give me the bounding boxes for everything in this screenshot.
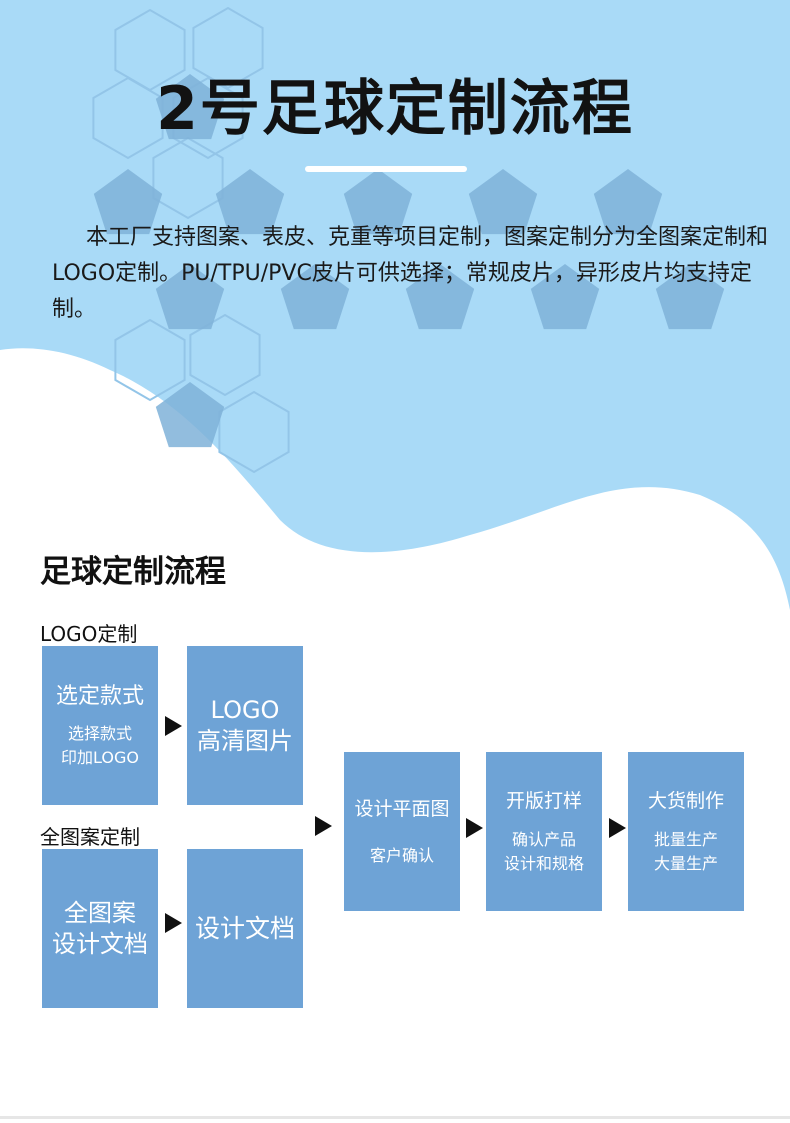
logo-image-box: LOGO 高清图片 — [187, 646, 303, 805]
intro-paragraph: 本工厂支持图案、表皮、克重等项目定制，图案定制分为全图案定制和LOGO定制。PU… — [52, 220, 768, 328]
pentagon-shape — [280, 264, 350, 330]
arrow-right-icon — [165, 716, 182, 736]
page-title: 2号足球定制流程 — [156, 74, 634, 144]
logo-custom-label: LOGO定制 — [40, 622, 138, 646]
logo-image-line1: LOGO — [210, 695, 280, 724]
hexagon-outline — [152, 136, 224, 220]
step-sampling-desc-line2: 设计和规格 — [503, 853, 584, 873]
step-flat-design-box: 设计平面图 客户确认 — [344, 752, 460, 911]
select-style-box: 选定款式 选择款式 印加LOGO — [42, 646, 158, 805]
full-pattern-line2: 设计文档 — [52, 929, 148, 958]
step-sampling-box: 开版打样 确认产品 设计和规格 — [486, 752, 602, 911]
bottom-divider — [0, 1116, 790, 1119]
design-document-box: 设计文档 — [187, 849, 303, 1008]
full-pattern-label: 全图案定制 — [40, 825, 140, 849]
step-flat-design-desc: 客户确认 — [369, 845, 434, 865]
section-title: 足球定制流程 — [40, 554, 226, 590]
arrow-right-icon — [609, 818, 626, 838]
step-mass-production-desc: 批量生产 大量生产 — [654, 828, 718, 876]
step-flat-design-title: 设计平面图 — [354, 797, 450, 820]
full-pattern-line1: 全图案 — [64, 898, 136, 927]
pentagon-shape — [155, 74, 225, 140]
select-style-desc-line2: 印加LOGO — [61, 747, 139, 767]
pentagon-shape — [530, 264, 600, 330]
step-sampling-desc-line1: 确认产品 — [511, 829, 576, 849]
pentagon-shape — [593, 169, 663, 235]
hexagon-outline — [192, 6, 264, 90]
step-mass-production-desc-line1: 批量生产 — [653, 829, 718, 849]
arrow-right-icon — [165, 913, 182, 933]
select-style-desc: 选择款式 印加LOGO — [61, 722, 139, 770]
step-mass-production-box: 大货制作 批量生产 大量生产 — [628, 752, 744, 911]
pentagon-shape — [468, 169, 538, 235]
arrow-right-icon — [315, 816, 332, 836]
pentagon-shape — [343, 169, 413, 235]
step-mass-production-desc-line2: 大量生产 — [653, 853, 718, 873]
pentagon-shape — [405, 264, 475, 330]
full-pattern-design-box: 全图案 设计文档 — [42, 849, 158, 1008]
hexagon-outline — [189, 313, 261, 397]
pentagon-shape — [155, 382, 225, 448]
step-mass-production-title: 大货制作 — [647, 789, 724, 812]
step-sampling-title: 开版打样 — [505, 789, 582, 812]
hexagon-pattern — [92, 6, 725, 474]
pentagon-shape — [215, 169, 285, 235]
design-document-text: 设计文档 — [194, 913, 295, 943]
hexagon-outline — [114, 318, 186, 402]
pentagon-shape — [93, 169, 163, 235]
pentagon-shape — [155, 264, 225, 330]
select-style-desc-line1: 选择款式 — [67, 723, 132, 743]
header-background — [0, 0, 790, 610]
intro-text: 本工厂支持图案、表皮、克重等项目定制，图案定制分为全图案定制和LOGO定制。PU… — [52, 225, 769, 322]
select-style-title: 选定款式 — [55, 683, 144, 709]
logo-image-line2: 高清图片 — [197, 726, 293, 755]
title-underline — [305, 166, 467, 172]
arrow-right-icon — [466, 818, 483, 838]
pentagon-shape — [655, 264, 725, 330]
step-sampling-desc: 确认产品 设计和规格 — [504, 828, 584, 876]
